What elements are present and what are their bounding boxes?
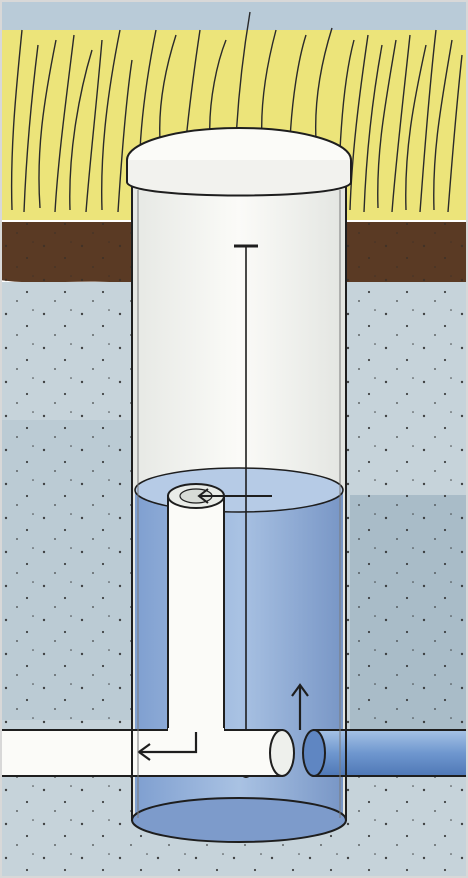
water-surface	[135, 468, 343, 512]
chamber-bottom	[132, 798, 346, 842]
outlet-pipe-end	[270, 730, 294, 776]
standpipe	[168, 496, 224, 736]
chamber-lid-rim	[127, 160, 351, 196]
inlet-pipe-end	[303, 730, 325, 776]
inlet-pipe	[314, 730, 468, 776]
